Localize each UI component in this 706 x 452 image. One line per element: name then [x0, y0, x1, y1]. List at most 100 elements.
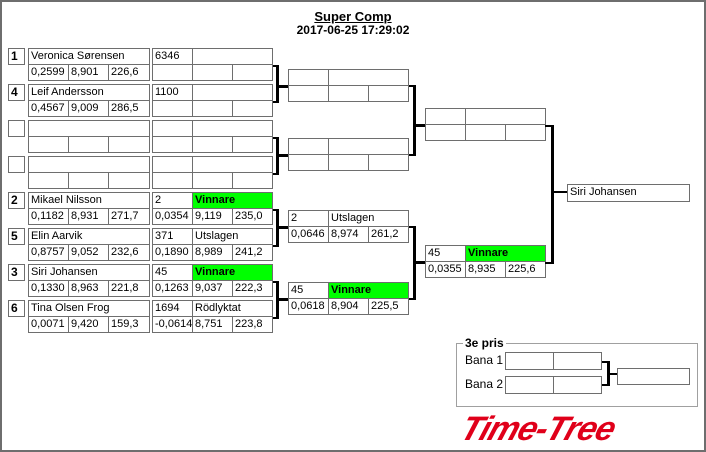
competitor-et: 8,963 — [68, 280, 109, 297]
connector-r2-1-v — [413, 226, 416, 300]
round1-result-reaction — [152, 172, 193, 189]
seed-box — [8, 156, 25, 173]
seed-box: 2 — [8, 192, 25, 209]
round1-result-id — [152, 156, 193, 173]
connector-r1-0-h — [278, 85, 289, 88]
connector-r1-1-top — [273, 137, 278, 139]
round1-result-status: Utslagen — [192, 228, 273, 245]
round2-box-reaction — [288, 85, 329, 102]
competitor-speed: 271,7 — [108, 208, 150, 225]
competitor-et: 9,420 — [68, 316, 109, 333]
round1-result-id: 45 — [152, 264, 193, 281]
competitor-reaction: 0,0071 — [28, 316, 69, 333]
round1-result-reaction: 0,0354 — [152, 208, 193, 225]
competitor-et — [68, 172, 109, 189]
connector-r1-1-h — [278, 154, 289, 157]
competitor-reaction: 0,1182 — [28, 208, 69, 225]
round2-box-reaction — [288, 154, 329, 171]
round2-box-et: 8,974 — [328, 226, 369, 243]
connector-r2-0-h — [415, 124, 426, 127]
connector-final-v — [551, 125, 554, 264]
seed-box: 4 — [8, 84, 25, 101]
competitor-reaction: 0,1330 — [28, 280, 69, 297]
connector-r1-0-v — [276, 65, 279, 103]
competitor-name: Mikael Nilsson — [28, 192, 150, 209]
round1-result-et: 9,119 — [192, 208, 233, 225]
competitor-et: 9,052 — [68, 244, 109, 261]
third-result-cell — [617, 368, 690, 385]
round1-result-speed: 235,0 — [232, 208, 273, 225]
page-title: Super Comp — [314, 9, 392, 24]
round1-result-reaction: -0,0614 — [152, 316, 193, 333]
round2-box-status: Utslagen — [328, 210, 409, 227]
competitor-speed — [108, 172, 150, 189]
round1-result-status — [192, 120, 273, 137]
third-lane2-cell-b — [553, 376, 602, 394]
third-connector-h — [608, 373, 618, 375]
round2-box-status — [328, 138, 409, 155]
competitor-name — [28, 120, 150, 137]
connector-r1-2-bottom — [273, 245, 278, 247]
round3-box-status — [465, 108, 546, 125]
round3-box-speed — [505, 124, 546, 141]
round1-result-speed — [232, 172, 273, 189]
round1-result-et — [192, 172, 233, 189]
connector-r2-0-v — [413, 85, 416, 156]
connector-r2-1-bottom — [409, 298, 414, 300]
third-connector-bottom — [602, 384, 609, 386]
round1-result-id: 1100 — [152, 84, 193, 101]
round3-box-status: Vinnare — [465, 245, 546, 262]
competitor-et: 8,931 — [68, 208, 109, 225]
competitor-speed: 226,6 — [108, 64, 150, 81]
round1-result-id: 6346 — [152, 48, 193, 65]
round1-result-speed: 222,3 — [232, 280, 273, 297]
round2-box-id: 2 — [288, 210, 329, 227]
competitor-name: Veronica Sørensen — [28, 48, 150, 65]
round2-box-reaction: 0,0646 — [288, 226, 329, 243]
competitor-reaction: 0,4567 — [28, 100, 69, 117]
final-winner: Siri Johansen — [567, 184, 690, 202]
third-lane1-cell-a — [505, 352, 554, 370]
competitor-et: 8,901 — [68, 64, 109, 81]
round1-result-id: 2 — [152, 192, 193, 209]
connector-final-h — [553, 191, 568, 193]
third-connector-top — [602, 361, 609, 363]
competitor-et — [68, 136, 109, 153]
connector-r2-0-bottom — [409, 154, 414, 156]
connector-r1-0-bottom — [273, 101, 278, 103]
third-place-title: 3e pris — [463, 336, 506, 350]
round1-result-et — [192, 64, 233, 81]
connector-r1-3-h — [278, 298, 289, 301]
round1-result-status — [192, 156, 273, 173]
competitor-speed: 159,3 — [108, 316, 150, 333]
round1-result-reaction — [152, 100, 193, 117]
round1-result-status — [192, 48, 273, 65]
seed-box: 3 — [8, 264, 25, 281]
third-lane2-cell-a — [505, 376, 554, 394]
round2-box-id — [288, 138, 329, 155]
round3-box-id — [425, 108, 466, 125]
competitor-speed: 286,5 — [108, 100, 150, 117]
connector-r1-3-top — [273, 281, 278, 283]
connector-final-top — [545, 125, 552, 127]
seed-box — [8, 120, 25, 137]
time-tree-logo: Time-Tree — [455, 410, 621, 448]
round1-result-speed — [232, 64, 273, 81]
round1-result-reaction — [152, 136, 193, 153]
connector-final-bottom — [545, 262, 552, 264]
connector-r1-3-v — [276, 281, 279, 319]
round1-result-id — [152, 120, 193, 137]
round3-box-speed: 225,6 — [505, 261, 546, 278]
competitor-name: Leif Andersson — [28, 84, 150, 101]
round2-box-id: 45 — [288, 282, 329, 299]
seed-box: 5 — [8, 228, 25, 245]
round2-box-speed — [368, 85, 409, 102]
competitor-name: Elin Aarvik — [28, 228, 150, 245]
round3-box-reaction — [425, 124, 466, 141]
connector-r2-1-h — [415, 261, 426, 264]
round1-result-et: 8,751 — [192, 316, 233, 333]
connector-r1-2-h — [278, 226, 289, 229]
datetime: 2017-06-25 17:29:02 — [296, 23, 410, 37]
round1-result-speed: 241,2 — [232, 244, 273, 261]
round1-result-et: 8,989 — [192, 244, 233, 261]
